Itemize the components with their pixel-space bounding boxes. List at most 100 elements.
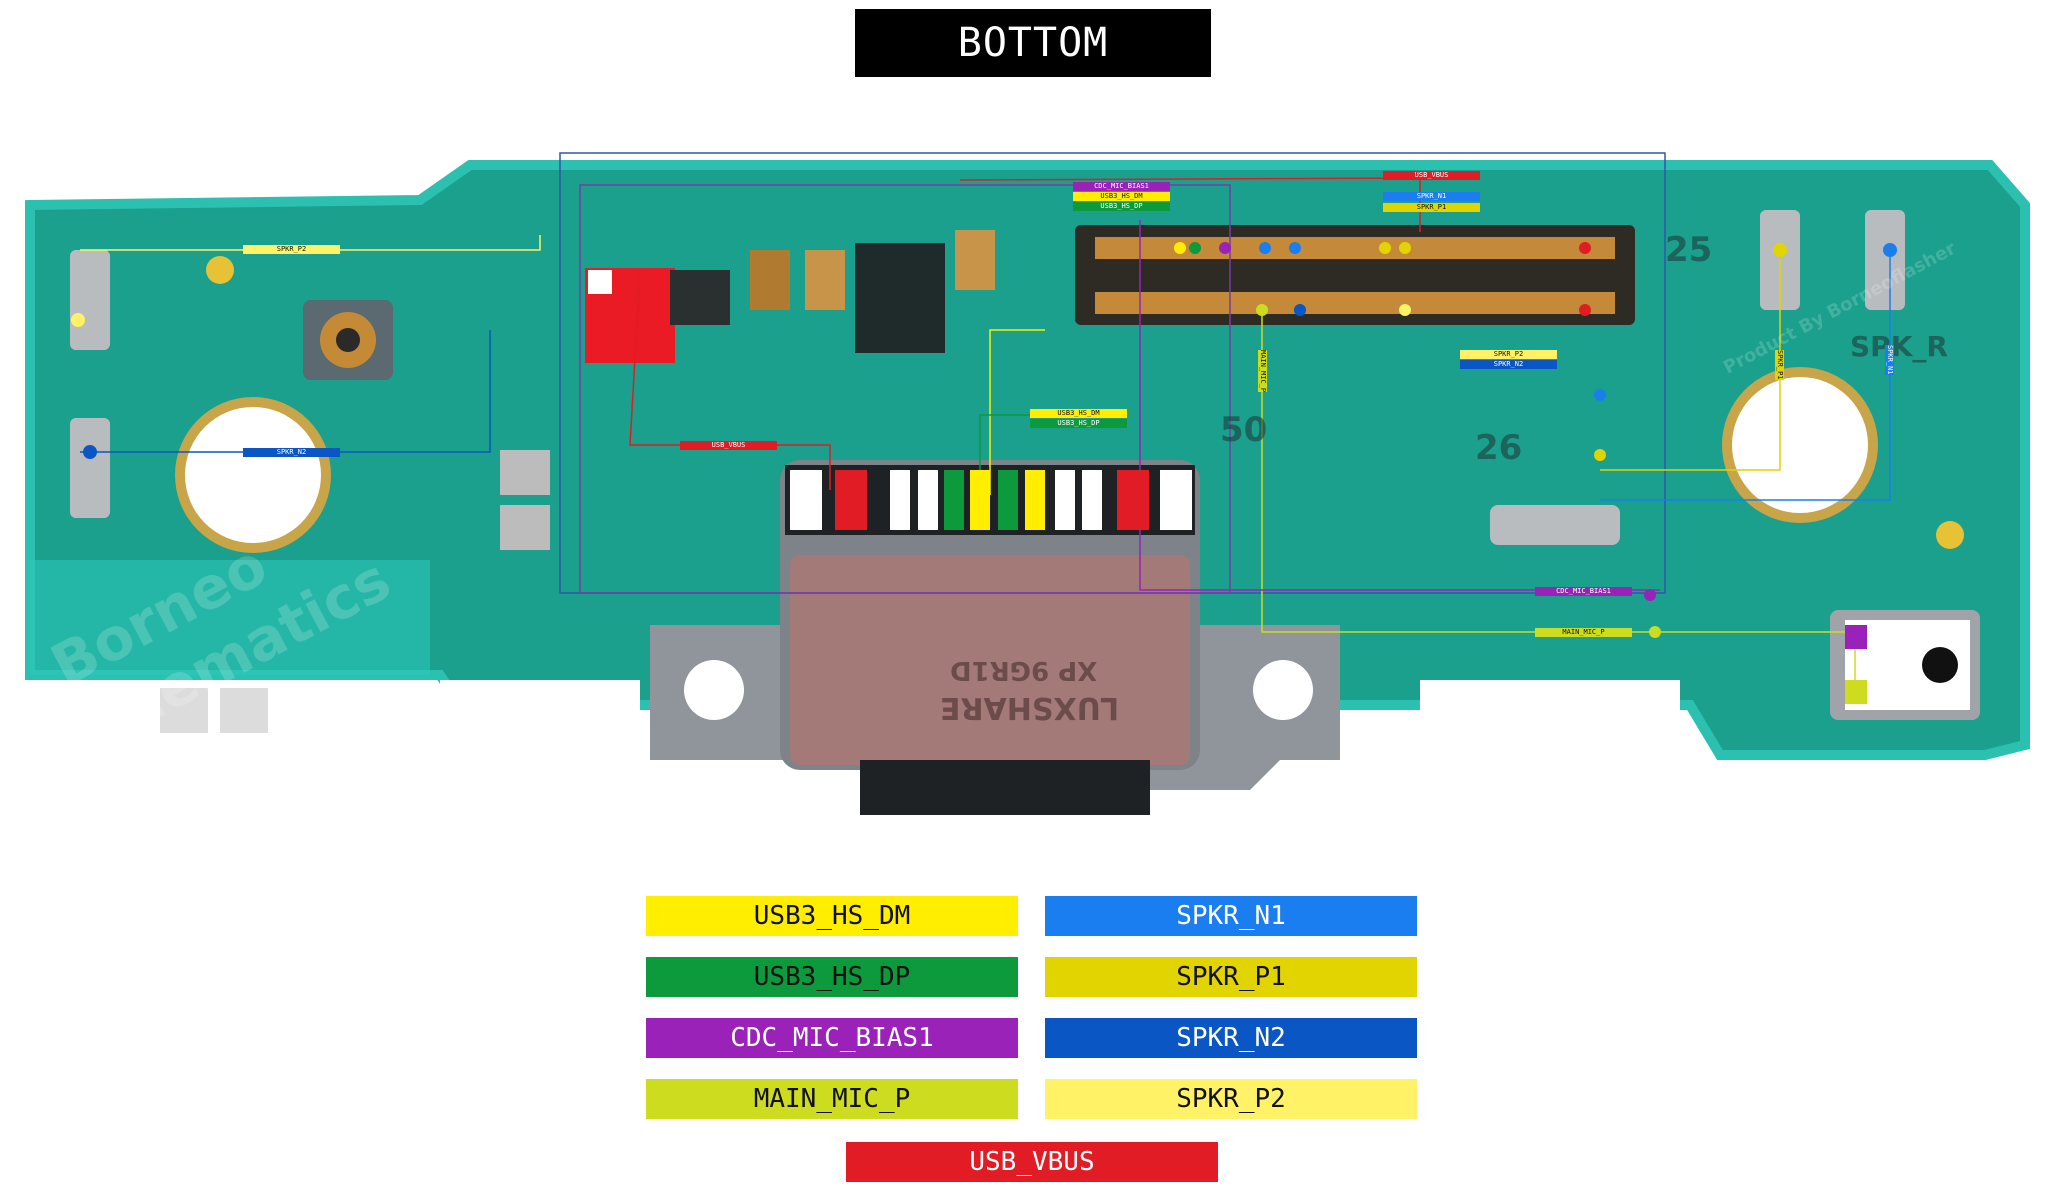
pcb-label-spkr-n1-vertical: SPKR_N1 — [1885, 345, 1894, 375]
legend-spkr-n1: SPKR_N1 — [1045, 896, 1417, 936]
tp-spkr-n2-left — [83, 445, 97, 459]
tp-blue-3 — [1294, 304, 1306, 316]
tp-spkr-n1-right — [1883, 243, 1897, 257]
spring-contact-right-2 — [1865, 210, 1905, 310]
tp-mic-purple — [1845, 625, 1867, 649]
legend-usb-vbus: USB_VBUS — [846, 1142, 1218, 1182]
trace-spkr-n1 — [1600, 252, 1891, 501]
mounting-hole-left-inner — [185, 407, 321, 543]
usb-pin-white-4 — [1055, 470, 1075, 530]
tp-blue-4 — [1594, 389, 1606, 401]
usb-pin-dp-1 — [944, 470, 964, 530]
tp-red-1 — [1579, 242, 1591, 254]
tp-yellow-3 — [1399, 242, 1411, 254]
pcb-label-spkr-n2-left: SPKR_N2 — [243, 448, 340, 457]
usb-c-plug-area — [790, 555, 1190, 765]
usb-pin-vbus-1 — [835, 470, 867, 530]
silkscreen-connector-marking: LUXSHARE — [940, 690, 1120, 725]
pcb-label-usb3-hs-dp-mid: USB3_HS_DP — [1030, 419, 1127, 428]
silkscreen-connector-code: XP 9GR1D — [950, 655, 1098, 685]
silkscreen-pin-25: 25 — [1665, 230, 1713, 270]
silkscreen-pin-50: 50 — [1220, 410, 1268, 450]
pad-small-1 — [500, 450, 550, 495]
legend-spkr-p1: SPKR_P1 — [1045, 957, 1417, 997]
trace-spkr-p1 — [1600, 260, 1781, 471]
pad-small-3 — [160, 688, 208, 733]
page-title: BOTTOM — [855, 9, 1211, 77]
pad-small-4 — [220, 688, 268, 733]
tp-yellow-6 — [1594, 449, 1606, 461]
pad-small-2 — [500, 505, 550, 550]
pcb-label-usb3-hs-dp-top: USB3_HS_DP — [1073, 202, 1170, 211]
capacitor-2 — [805, 250, 845, 310]
clip-component — [1490, 505, 1620, 545]
tp-blue-2 — [1289, 242, 1301, 254]
pcb-board-illustration: Borneo Schematics Product By Borneoflash… — [25, 152, 2030, 815]
power-inductor-pad — [588, 270, 612, 294]
pcb-label-usb-vbus-top: USB_VBUS — [1383, 171, 1480, 180]
usb-pin-white-1 — [790, 470, 822, 530]
ic-square — [855, 243, 945, 353]
b2b-connector-pins-bottom — [1095, 292, 1615, 314]
tp-blue-1 — [1259, 242, 1271, 254]
spring-contact-left-bottom — [70, 418, 110, 518]
pcb-label-usb3-hs-dm-top: USB3_HS_DM — [1073, 192, 1170, 201]
pcb-label-spkr-n1-top: SPKR_N1 — [1383, 192, 1480, 201]
tp-green-1 — [1189, 242, 1201, 254]
trace-spkr-n2 — [80, 330, 491, 453]
pcb-label-cdc-mic-bias1-top: CDC_MIC_BIAS1 — [1073, 182, 1170, 191]
coax-connector-center — [336, 328, 360, 352]
pcb-cutout-right — [1420, 680, 1680, 760]
pcb-label-cdc-mic-bias1-right: CDC_MIC_BIAS1 — [1535, 587, 1632, 596]
tp-spkr-p2-left — [71, 313, 85, 327]
usb-pin-dm-1 — [970, 470, 990, 530]
pcb-cutout-left — [440, 680, 640, 750]
legend-spkr-p2: SPKR_P2 — [1045, 1079, 1417, 1119]
trace-spkr-p2 — [80, 235, 541, 251]
tp-purple-1 — [1219, 242, 1231, 254]
pcb-label-spkr-p1-vertical: SPKR_P1 — [1775, 350, 1784, 380]
trace-cdc-mic-bias1 — [1139, 220, 1660, 591]
usb-pin-vbus-2 — [1117, 470, 1149, 530]
mounting-hole-right-inner — [1732, 377, 1868, 513]
legend-main-mic-p: MAIN_MIC_P — [646, 1079, 1018, 1119]
trace-box-inner — [579, 184, 1231, 594]
pcb-label-spkr-p2-left: SPKR_P2 — [243, 245, 340, 254]
tp-yellow-4 — [1399, 304, 1411, 316]
usb-pin-white-5 — [1082, 470, 1102, 530]
pcb-label-usb-vbus-left: USB_VBUS — [680, 441, 777, 450]
pcb-label-spkr-p2-mid: SPKR_P2 — [1460, 350, 1557, 359]
usb-pin-dm-2 — [1025, 470, 1045, 530]
tp-yellow-5 — [1256, 304, 1268, 316]
pcb-board-lower-edge — [30, 560, 430, 675]
pcb-label-usb3-hs-dm-mid: USB3_HS_DM — [1030, 409, 1127, 418]
spring-contact-left-top — [70, 250, 110, 350]
usb-c-pin-highlights — [790, 470, 1192, 530]
tp-mic-lime — [1845, 680, 1867, 704]
pcb-label-main-mic-p-right: MAIN_MIC_P — [1535, 628, 1632, 637]
pcb-label-main-mic-p-vertical: MAIN_MIC_P — [1258, 350, 1267, 393]
usb-pin-white-2 — [890, 470, 910, 530]
gold-pad-right — [1936, 521, 1964, 549]
ic-small — [670, 270, 730, 325]
tp-purple-2 — [1644, 589, 1656, 601]
legend-spkr-n2: SPKR_N2 — [1045, 1018, 1417, 1058]
usb-pin-white-3 — [918, 470, 938, 530]
usb-pin-dp-2 — [998, 470, 1018, 530]
silkscreen-spk-r: SPK_R — [1850, 330, 1948, 363]
trace-usb3-hs-dm — [989, 329, 1045, 495]
tp-red-2 — [1579, 304, 1591, 316]
b2b-connector-pins-top — [1095, 237, 1615, 259]
pcb-label-spkr-n2-mid: SPKR_N2 — [1460, 360, 1557, 369]
usb-pin-white-6 — [1160, 470, 1192, 530]
capacitor-1 — [750, 250, 790, 310]
gold-pad-left — [206, 256, 234, 284]
tp-lime-1 — [1649, 626, 1661, 638]
usb-c-bottom-tongue — [860, 760, 1150, 815]
usb-c-mount-hole-right — [1253, 660, 1313, 720]
legend-cdc-mic-bias1: CDC_MIC_BIAS1 — [646, 1018, 1018, 1058]
tp-yellow-2 — [1379, 242, 1391, 254]
pcb-label-spkr-p1-top: SPKR_P1 — [1383, 203, 1480, 212]
tp-yellow-1 — [1174, 242, 1186, 254]
microphone-port — [1922, 647, 1958, 683]
